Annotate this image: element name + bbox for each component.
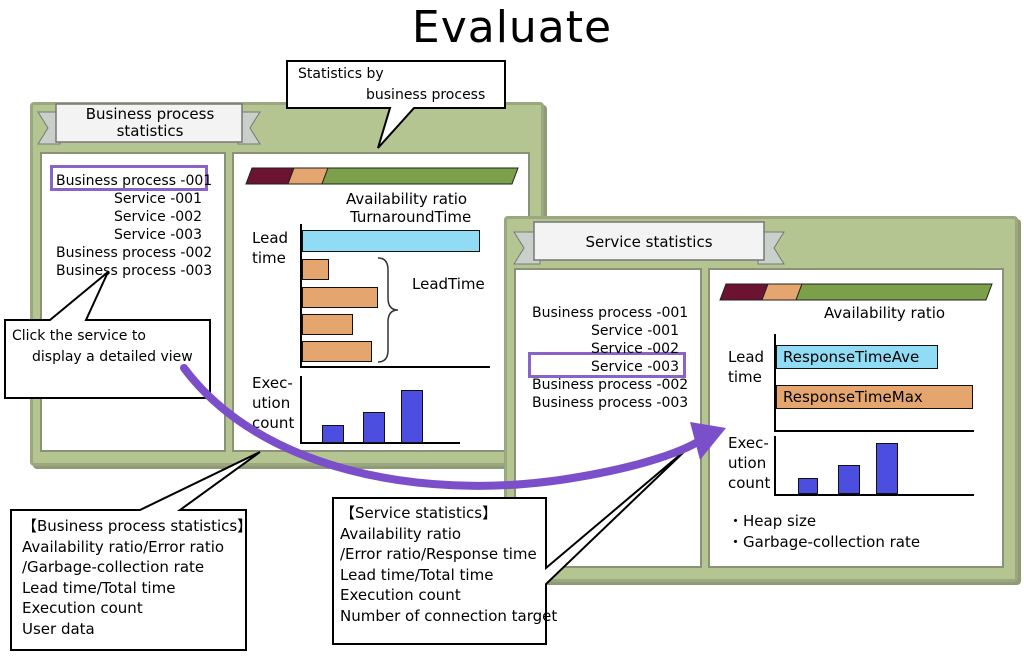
bp-info-box: 【Business process statistics】 Availabili… bbox=[22, 517, 253, 638]
svc-exec-count-label: Exec- ution count bbox=[728, 434, 771, 492]
list-item-bp-002[interactable]: Business process -002 bbox=[56, 245, 213, 261]
svc-lead-time-label: Lead time bbox=[728, 348, 765, 386]
leadtime-brace bbox=[377, 257, 399, 363]
list-item-service-002[interactable]: Service -002 bbox=[114, 209, 202, 225]
click-service-callout-line1: Click the service to bbox=[12, 328, 146, 344]
svc-banner-ribbon bbox=[513, 221, 785, 265]
svc-list-item-bp-003[interactable]: Business process -003 bbox=[532, 395, 689, 411]
bp-status-strip bbox=[245, 167, 519, 185]
bp-leadtime-bar-2 bbox=[302, 287, 378, 308]
list-item-bp-003[interactable]: Business process -003 bbox=[56, 263, 213, 279]
svc-exec-y-axis bbox=[774, 436, 776, 496]
click-service-callout-line2: display a detailed view bbox=[32, 349, 193, 365]
bp-leadtime-bar-1 bbox=[302, 259, 329, 280]
bp-exec-bar-2 bbox=[363, 412, 385, 443]
svc-exec-bar-3 bbox=[876, 443, 898, 494]
bp-exec-bar-1 bbox=[322, 425, 344, 443]
list-item-bp-001[interactable]: Business process -001 bbox=[56, 173, 213, 189]
svc-list-item-service-001[interactable]: Service -001 bbox=[591, 323, 679, 339]
bp-chart-title-2: TurnaroundTime bbox=[350, 208, 472, 226]
bp-process-list: Business process -001 Service -001 Servi… bbox=[44, 172, 213, 280]
list-item-service-003[interactable]: Service -003 bbox=[114, 227, 202, 243]
click-service-callout-shape bbox=[4, 271, 211, 399]
bp-exec-x-axis bbox=[300, 442, 460, 444]
bp-leadtime-y-axis bbox=[300, 224, 302, 368]
bp-leadtime-bar-3 bbox=[302, 314, 353, 335]
svc-list-item-service-003[interactable]: Service -003 bbox=[591, 359, 679, 375]
bp-exec-y-axis bbox=[300, 376, 302, 444]
bp-exec-bar-3 bbox=[401, 390, 423, 443]
stats-by-bp-callout-shape bbox=[286, 60, 506, 149]
bp-selected-highlight bbox=[50, 165, 208, 191]
svc-status-strip bbox=[719, 283, 993, 301]
svc-banner-label: Service statistics bbox=[585, 233, 713, 251]
heap-size-bullet: ・Heap size bbox=[728, 512, 817, 530]
svc-leadtime-y-axis bbox=[774, 334, 776, 432]
page-title: Evaluate bbox=[411, 2, 613, 53]
response-time-ave-bar bbox=[776, 345, 938, 369]
svc-process-list: Business process -001 Service -001 Servi… bbox=[520, 304, 689, 412]
svc-list-item-bp-001[interactable]: Business process -001 bbox=[532, 305, 689, 321]
bp-banner-ribbon bbox=[37, 103, 261, 145]
response-time-max-label: ResponseTimeMax bbox=[783, 388, 923, 406]
bp-lead-time-label: Lead time bbox=[252, 229, 289, 267]
bp-info-callout-shape bbox=[10, 451, 261, 651]
svc-chart-title: Availability ratio bbox=[824, 304, 946, 322]
stats-by-bp-callout-line1: Statistics by bbox=[298, 66, 384, 82]
svc-selected-highlight bbox=[528, 352, 686, 378]
stats-by-bp-callout-line2: business process bbox=[366, 87, 486, 103]
svc-exec-bar-2 bbox=[838, 465, 860, 494]
gc-rate-bullet: ・Garbage-collection rate bbox=[728, 533, 921, 551]
bp-leadtime-x-axis bbox=[300, 366, 490, 368]
svc-exec-x-axis bbox=[774, 494, 974, 496]
bp-chart-box bbox=[232, 152, 530, 452]
response-time-ave-label: ResponseTimeAve bbox=[783, 348, 920, 366]
svc-leadtime-x-axis bbox=[774, 430, 974, 432]
leadtime-brace-label: LeadTime bbox=[412, 275, 485, 293]
response-time-max-bar bbox=[776, 385, 973, 409]
bp-leadtime-bar-4 bbox=[302, 341, 372, 362]
list-item-service-001[interactable]: Service -001 bbox=[114, 191, 202, 207]
svc-list-item-service-002[interactable]: Service -002 bbox=[591, 341, 679, 357]
svc-info-box: 【Service statistics】 Availability ratio … bbox=[340, 504, 558, 625]
svc-list-item-bp-002[interactable]: Business process -002 bbox=[532, 377, 689, 393]
bp-banner-label: Business process statistics bbox=[85, 105, 215, 140]
bp-exec-count-label: Exec- ution count bbox=[252, 374, 295, 432]
svc-chart-box bbox=[708, 268, 1004, 568]
svc-metric-bullets: ・Heap size ・Garbage-collection rate bbox=[728, 511, 920, 553]
svc-exec-bar-1 bbox=[798, 478, 818, 494]
svc-info-callout-shape bbox=[332, 447, 689, 645]
bp-chart-title-1: Availability ratio bbox=[346, 190, 468, 208]
bp-turnaround-bar bbox=[302, 230, 480, 252]
